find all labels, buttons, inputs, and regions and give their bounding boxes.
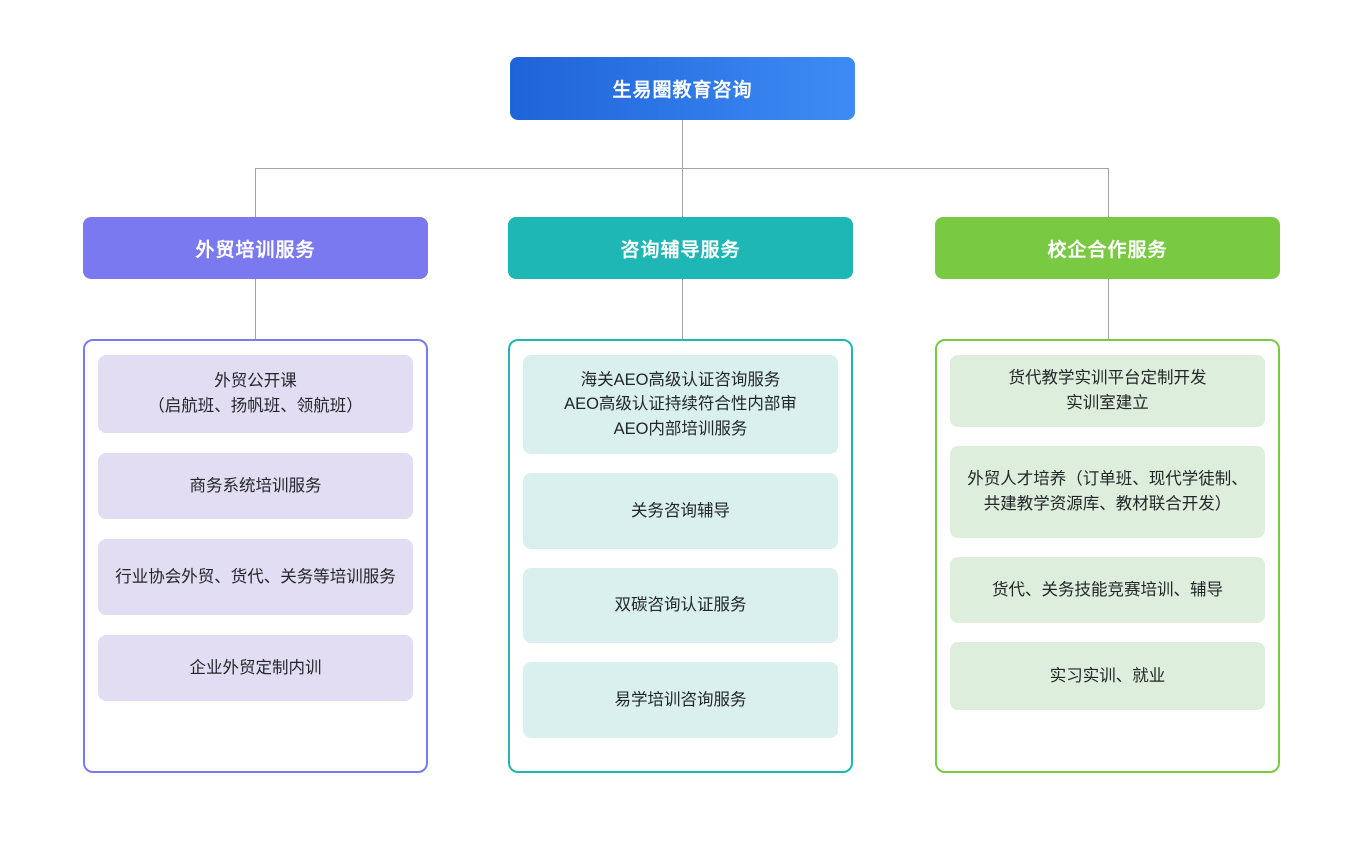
connector-horizontal-bus [255, 168, 1108, 169]
root-node-label: 生易圈教育咨询 [612, 80, 753, 101]
category-header-school-enterprise-cooperation[interactable]: 校企合作服务 [935, 217, 1280, 279]
item-card[interactable]: 关务咨询辅导 [523, 473, 838, 549]
connector-header-to-group-3 [1108, 279, 1109, 339]
category-header-consulting-tutoring[interactable]: 咨询辅导服务 [508, 217, 853, 279]
branch-column-foreign-trade-training: 外贸培训服务 外贸公开课 （启航班、扬帆班、领航班） 商务系统培训服务 行业协会… [83, 217, 428, 773]
branch-column-school-enterprise-cooperation: 校企合作服务 货代教学实训平台定制开发 实训室建立 外贸人才培养（订单班、现代学… [935, 217, 1280, 773]
item-card[interactable]: 实习实训、就业 [950, 642, 1265, 710]
connector-branch-drop-1 [255, 168, 256, 217]
connector-header-to-group-1 [255, 279, 256, 339]
item-card[interactable]: 行业协会外贸、货代、关务等培训服务 [98, 539, 413, 615]
connector-root-stem [682, 120, 683, 168]
item-card-label: 关务咨询辅导 [631, 501, 730, 520]
category-header-label: 咨询辅导服务 [620, 239, 741, 261]
connector-branch-drop-3 [1108, 168, 1109, 217]
connector-branch-drop-2 [682, 168, 683, 217]
item-card-label: 海关AEO高级认证咨询服务 AEO高级认证持续符合性内部审 AEO内部培训服务 [564, 370, 797, 439]
category-header-label: 外贸培训服务 [195, 239, 316, 261]
item-card[interactable]: 外贸人才培养（订单班、现代学徒制、共建教学资源库、教材联合开发） [950, 446, 1265, 538]
item-card[interactable]: 双碳咨询认证服务 [523, 567, 838, 644]
root-node-生易圈教育咨询[interactable]: 生易圈教育咨询 [510, 57, 855, 120]
item-group-foreign-trade-training: 外贸公开课 （启航班、扬帆班、领航班） 商务系统培训服务 行业协会外贸、货代、关… [83, 339, 428, 773]
item-card[interactable]: 货代、关务技能竞赛培训、辅导 [950, 557, 1265, 623]
item-card[interactable]: 外贸公开课 （启航班、扬帆班、领航班） [98, 355, 413, 433]
item-card-label: 易学培训咨询服务 [614, 690, 747, 709]
item-card[interactable]: 易学培训咨询服务 [523, 662, 838, 738]
item-card-label: 货代教学实训平台定制开发 实训室建立 [1008, 369, 1207, 412]
branch-column-consulting-tutoring: 咨询辅导服务 海关AEO高级认证咨询服务 AEO高级认证持续符合性内部审 AEO… [508, 217, 853, 773]
category-header-foreign-trade-training[interactable]: 外贸培训服务 [83, 217, 428, 279]
item-card[interactable]: 海关AEO高级认证咨询服务 AEO高级认证持续符合性内部审 AEO内部培训服务 [523, 355, 838, 455]
item-card-label: 货代、关务技能竞赛培训、辅导 [992, 580, 1223, 599]
item-card[interactable]: 货代教学实训平台定制开发 实训室建立 [950, 355, 1265, 427]
item-card-label: 行业协会外贸、货代、关务等培训服务 [115, 567, 396, 586]
item-card-label: 实习实训、就业 [1049, 666, 1166, 685]
item-card-label: 双碳咨询认证服务 [614, 596, 747, 615]
item-card-label: 商务系统培训服务 [189, 476, 322, 495]
item-card-label: 外贸人才培养（订单班、现代学徒制、共建教学资源库、教材联合开发） [967, 470, 1248, 513]
item-card-label: 企业外贸定制内训 [189, 658, 322, 677]
category-header-label: 校企合作服务 [1047, 239, 1168, 261]
item-card-label: 外贸公开课 （启航班、扬帆班、领航班） [148, 372, 363, 415]
item-card[interactable]: 商务系统培训服务 [98, 453, 413, 519]
item-group-school-enterprise-cooperation: 货代教学实训平台定制开发 实训室建立 外贸人才培养（订单班、现代学徒制、共建教学… [935, 339, 1280, 773]
connector-header-to-group-2 [682, 279, 683, 339]
item-card[interactable]: 企业外贸定制内训 [98, 635, 413, 701]
item-group-consulting-tutoring: 海关AEO高级认证咨询服务 AEO高级认证持续符合性内部审 AEO内部培训服务 … [508, 339, 853, 773]
